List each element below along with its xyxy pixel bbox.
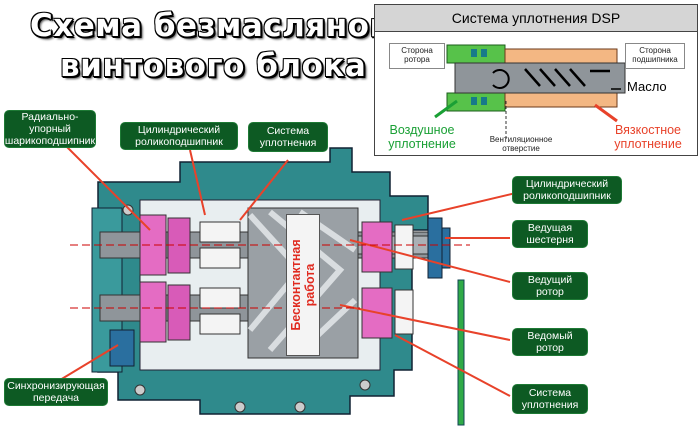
oil-pipe [457,279,465,426]
label-drive-rotor: Ведущий ротор [512,272,588,300]
label-driven-rotor: Ведомый ротор [512,328,588,356]
inset-title: Система уплотнения DSP [375,5,697,32]
label-drive-gear: Ведущая шестерня [512,220,588,248]
title-line-2: винтового блока [60,48,367,84]
inset-rotor-side: Сторона ротора [389,43,445,69]
inset-air-seal: Воздушное уплотнение [388,123,456,151]
contactless-box: Бесконтактная работа [286,214,320,356]
title-line-1: Схема безмасляного [30,8,408,44]
inset-oil: Масло [627,79,667,94]
inset-bearing-side: Сторона подшипника [625,43,685,69]
seal-detail-drawing [434,44,626,139]
dsp-seal-inset: Система уплотнения DSP Сторона ротора Ст… [374,4,698,156]
inset-vent-hole: Вентиляционное отверстие [489,135,553,153]
label-seal-system-top: Система уплотнения [248,122,328,152]
contactless-label: Бесконтактная работа [289,239,317,331]
inset-shaft [454,62,626,94]
inset-viscous-seal: Вязкостное уплотнение [614,123,682,151]
drive-gear-shape [427,217,443,279]
label-cyl-bearing-left: Цилиндрический роликоподшипник [120,122,238,150]
label-radial-bearing: Радиально-упорный шарикоподшипник [4,110,96,148]
label-sync-gear: Синхронизирующая передача [4,378,108,406]
label-cyl-bearing-right: Цилиндрический роликоподшипник [512,176,622,204]
label-seal-system-bottom: Система уплотнения [512,384,588,414]
